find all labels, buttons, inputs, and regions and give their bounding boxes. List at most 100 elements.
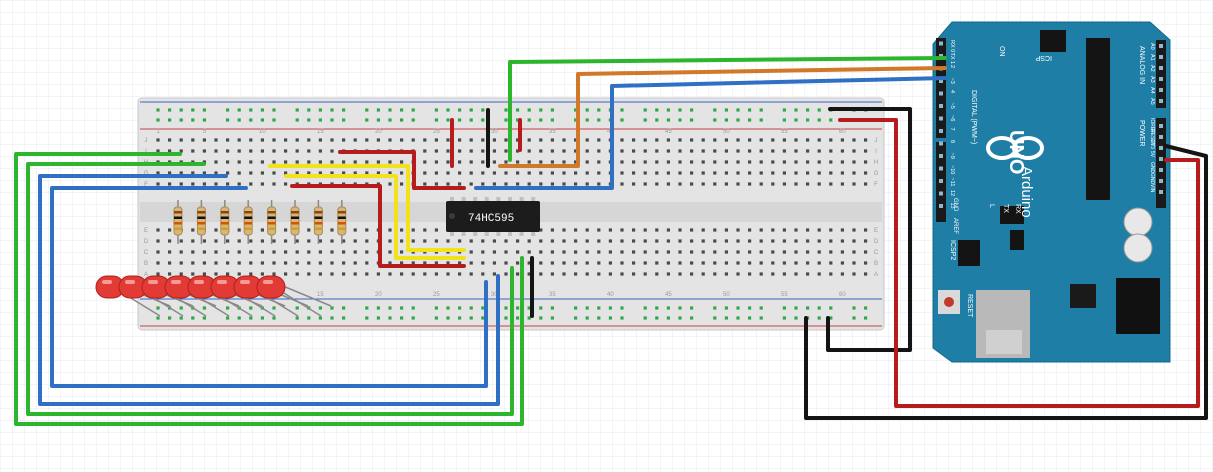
rail-hole [168, 118, 172, 122]
breadboard-hole [272, 171, 276, 175]
breadboard-hole [527, 239, 531, 243]
breadboard-hole [260, 272, 264, 276]
rail-hole [678, 108, 682, 112]
breadboard-hole [434, 272, 438, 276]
rail-hole [539, 108, 543, 112]
wire-red-jumper-b [290, 184, 466, 268]
rail-hole [643, 118, 647, 122]
breadboard-hole [678, 182, 682, 186]
breadboard-hole [690, 138, 694, 142]
row-letter: E [144, 228, 148, 234]
breadboard-hole [724, 160, 728, 164]
breadboard-hole [202, 261, 206, 265]
breadboard-hole [748, 138, 752, 142]
breadboard-hole [840, 261, 844, 265]
breadboard-hole [318, 272, 322, 276]
breadboard-hole [191, 239, 195, 243]
breadboard-hole [400, 261, 404, 265]
rail-hole [666, 108, 670, 112]
breadboard-hole [643, 182, 647, 186]
digital-pin [939, 129, 943, 133]
rail-hole [202, 118, 206, 122]
breadboard-hole [748, 250, 752, 254]
breadboard-hole [655, 228, 659, 232]
breadboard-hole [307, 239, 311, 243]
breadboard-hole [527, 149, 531, 153]
shift-register-chip: 74HC595 [446, 197, 540, 236]
breadboard-hole [736, 160, 740, 164]
breadboard-hole [388, 272, 392, 276]
power-pin [1159, 168, 1163, 172]
breadboard-hole [318, 160, 322, 164]
digital-pin-label: RX 0 [949, 40, 955, 52]
breadboard-hole [342, 171, 346, 175]
column-number: 60 [839, 292, 846, 298]
breadboard-hole [620, 160, 624, 164]
breadboard-hole [562, 149, 566, 153]
rail-hole [458, 316, 462, 320]
breadboard-hole [353, 171, 357, 175]
breadboard-hole [214, 171, 218, 175]
breadboard-hole [168, 250, 172, 254]
digital-pin-label: ~10 [949, 165, 955, 174]
resistor-band [174, 211, 182, 214]
rail-hole [202, 316, 206, 320]
rail-hole [608, 306, 612, 310]
breadboard-hole [748, 182, 752, 186]
wires [14, 56, 1208, 426]
breadboard-hole [284, 149, 288, 153]
resistor-band [244, 222, 253, 225]
breadboard-hole [318, 250, 322, 254]
breadboard-hole [202, 239, 206, 243]
breadboard-hole [724, 171, 728, 175]
rail-hole [585, 316, 589, 320]
chip-pin [519, 197, 524, 201]
breadboard-hole [330, 228, 334, 232]
rail-hole [736, 118, 740, 122]
rail-hole [481, 316, 485, 320]
resistor-band [337, 211, 346, 214]
reset-button-cap[interactable] [944, 297, 954, 307]
breadboard-hole [249, 261, 253, 265]
breadboard-hole [168, 239, 172, 243]
breadboard-hole [423, 182, 427, 186]
rail-hole [806, 108, 810, 112]
rail-hole [179, 306, 183, 310]
breadboard-hole [585, 160, 589, 164]
breadboard-hole [864, 239, 868, 243]
resistor-band [220, 211, 229, 214]
breadboard-hole [550, 250, 554, 254]
breadboard-hole [840, 171, 844, 175]
breadboard-hole [400, 160, 404, 164]
resistor-band [291, 216, 299, 219]
row-letter: F [144, 182, 148, 188]
breadboard-hole [237, 171, 241, 175]
rail-hole [759, 316, 763, 320]
breadboard-hole [272, 160, 276, 164]
rail-hole [666, 306, 670, 310]
breadboard-hole [156, 182, 160, 186]
breadboard-hole [156, 239, 160, 243]
resistor-band [291, 227, 299, 230]
breadboard-hole [191, 228, 195, 232]
breadboard-hole [713, 182, 717, 186]
rail-hole [446, 306, 450, 310]
crystal [1010, 230, 1024, 250]
breadboard-hole [632, 149, 636, 153]
breadboard-hole [550, 160, 554, 164]
breadboard-hole [342, 160, 346, 164]
breadboard-hole [284, 182, 288, 186]
resistor-band [314, 222, 323, 225]
digital-pin [939, 54, 943, 58]
breadboard-hole [620, 261, 624, 265]
breadboard-hole [632, 182, 636, 186]
breadboard-hole [179, 138, 183, 142]
rail-hole [585, 306, 589, 310]
analog-pin [1159, 66, 1163, 70]
rail-hole [748, 118, 752, 122]
breadboard-hole [260, 250, 264, 254]
breadboard-hole [632, 272, 636, 276]
resistor-band [197, 222, 206, 225]
breadboard-hole [562, 138, 566, 142]
digital-pin-label: ~3 [949, 78, 955, 84]
